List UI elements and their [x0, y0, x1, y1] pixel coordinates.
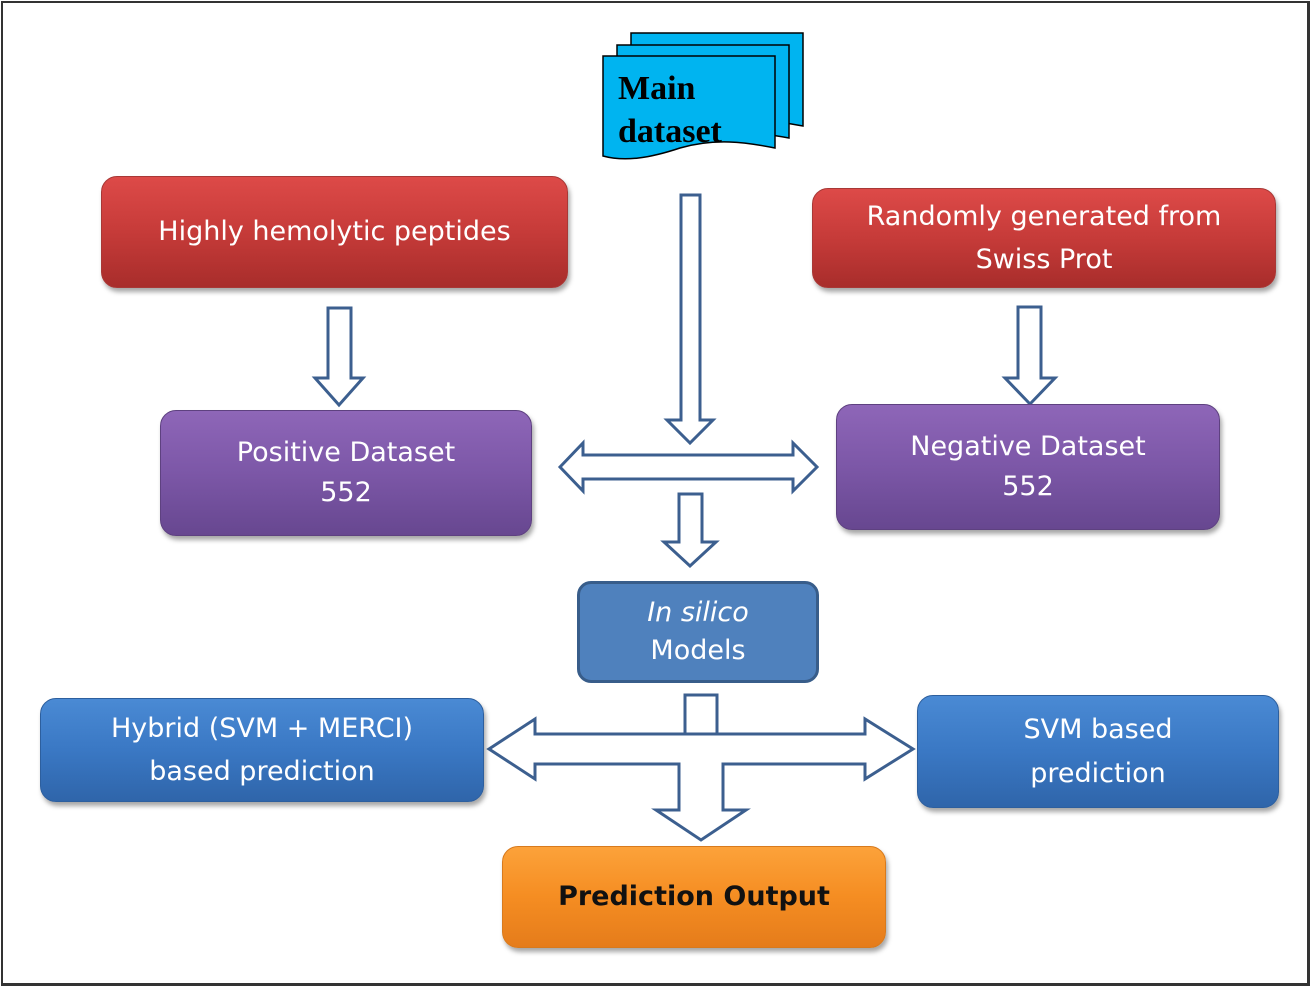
- svm-prediction-line2: prediction: [1030, 757, 1166, 789]
- hybrid-prediction-box: Hybrid (SVM + MERCI) based prediction: [40, 698, 484, 802]
- hybrid-prediction-line2: based prediction: [149, 756, 375, 787]
- prediction-output-label: Prediction Output: [558, 880, 830, 912]
- arrow-models-stub: [683, 693, 719, 738]
- negative-source-box: Randomly generated from Swiss Prot: [812, 188, 1276, 288]
- main-dataset-line2: dataset: [618, 112, 722, 150]
- arrow-positive-down: [311, 306, 367, 408]
- arrow-main-down: [663, 193, 717, 446]
- negative-dataset-count: 552: [1002, 471, 1054, 502]
- models-line2: Models: [650, 635, 746, 666]
- main-dataset-line1: Main: [618, 70, 696, 107]
- models-box: In silico Models: [577, 581, 819, 683]
- negative-dataset-label: Negative Dataset: [910, 430, 1146, 462]
- negative-dataset-box: Negative Dataset 552: [836, 404, 1220, 530]
- positive-source-label: Highly hemolytic peptides: [158, 215, 511, 247]
- arrow-negative-down: [1001, 305, 1059, 407]
- positive-dataset-count: 552: [320, 477, 372, 508]
- prediction-output-box: Prediction Output: [502, 846, 886, 948]
- hybrid-prediction-line1: Hybrid (SVM + MERCI): [110, 712, 414, 744]
- negative-source-line1: Randomly generated from: [866, 200, 1222, 232]
- main-dataset-document-icon: [602, 32, 804, 160]
- positive-source-box: Highly hemolytic peptides: [101, 176, 568, 288]
- main-dataset-label: Main dataset: [618, 68, 722, 153]
- svm-prediction-box: SVM based prediction: [917, 695, 1279, 808]
- models-line1: In silico: [647, 597, 749, 629]
- negative-source-line2: Swiss Prot: [975, 244, 1113, 275]
- svm-prediction-line1: SVM based: [1023, 714, 1173, 746]
- positive-dataset-box: Positive Dataset 552: [160, 410, 532, 536]
- arrow-datasets-bidirectional: [557, 439, 820, 495]
- arrow-models-down: [660, 492, 720, 569]
- arrow-three-way: [486, 716, 916, 842]
- positive-dataset-label: Positive Dataset: [236, 436, 456, 468]
